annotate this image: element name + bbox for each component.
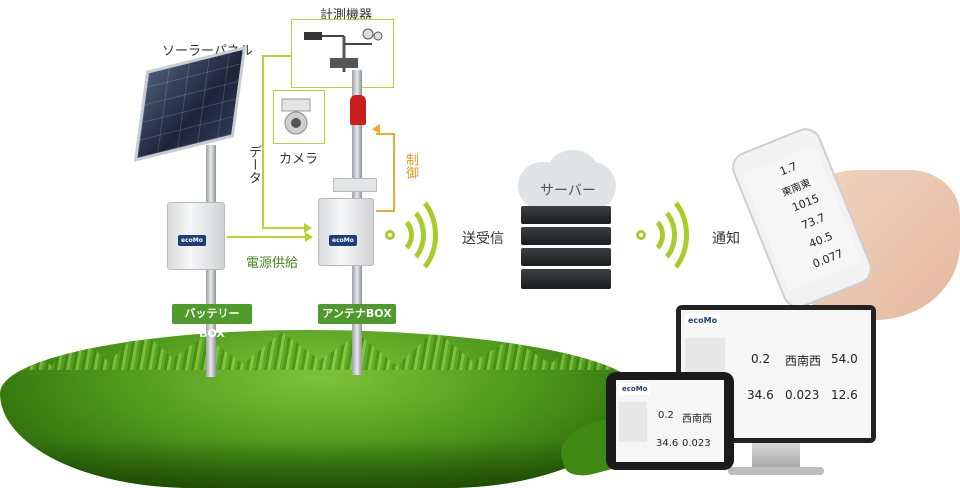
warning-light-icon [350,95,366,125]
smartphone-screen: 1.7 東南東 1015 73.7 40.5 0.077 [742,144,862,292]
tablet-map [619,402,647,442]
camera-label: カメラ [279,152,319,167]
power-supply-line [227,236,307,238]
control-line-top [376,133,394,135]
signal-wave-right-3 [621,190,689,280]
tablet-screen: ecoMo 0.2 西南西 34.6 0.023 [616,380,724,462]
signal-wave-left-3 [370,190,438,280]
power-supply-label: 電源供給 [246,256,299,271]
monitor-value-6: 12.6 [831,388,858,402]
tablet-value-5: 0.023 [682,438,711,449]
monitor-base [728,467,824,475]
monitor-stand [752,443,800,469]
camera-frame [273,90,325,144]
battery-box-logo: ecoMo [178,235,206,246]
cloud-puff-icon [548,150,598,190]
data-label: データ [246,145,261,184]
monitor-logo: ecoMo [685,314,721,327]
solar-panel [133,45,247,163]
control-arrow [372,124,380,134]
control-label: 制御 [403,153,418,179]
tablet-value-4: 34.6 [656,438,679,449]
send-receive-label: 送受信 [462,231,504,247]
monitor-value-4: 34.6 [747,388,774,402]
tablet-value-2: 西南西 [682,414,712,425]
antenna-unit [333,178,377,192]
battery-box-tag: バッテリーBOX [172,304,252,340]
server-label: サーバー [540,183,596,199]
tablet: ecoMo 0.2 西南西 34.6 0.023 [606,372,734,470]
grass-field [0,330,640,488]
tablet-value-1: 0.2 [658,410,674,421]
notification-label: 通知 [712,231,740,247]
phone-value-4: 73.7 [799,210,828,233]
data-line-top [262,55,292,57]
power-supply-arrow [305,232,313,242]
server-layer-2 [521,227,611,245]
monitor-value-1: 0.2 [751,352,771,366]
antenna-box-tag: アンテナBOX [318,304,396,324]
data-line-bottom [262,227,306,229]
phone-value-1: 1.7 [777,159,799,179]
battery-box: ecoMo [167,202,225,270]
tablet-logo: ecoMo [619,383,651,395]
server-layer-1 [521,206,611,224]
control-line-vertical [393,133,395,212]
antenna-box: ecoMo [318,198,374,266]
data-arrow [304,223,312,233]
phone-value-3: 1015 [790,191,822,215]
weather-sensor-icon [304,28,383,72]
data-line-vertical [262,55,264,228]
instruments-frame [291,19,394,88]
monitor-value-2: 西南西 [785,354,822,368]
monitor-value-3: 54.0 [831,352,858,366]
antenna-box-logo: ecoMo [329,235,357,246]
server-layer-3 [521,248,611,266]
server-layer-4 [521,269,611,289]
camera-icon [281,98,311,135]
phone-value-6: 0.077 [810,246,845,271]
monitor-value-5: 0.023 [785,388,820,402]
phone-value-5: 40.5 [807,229,835,251]
